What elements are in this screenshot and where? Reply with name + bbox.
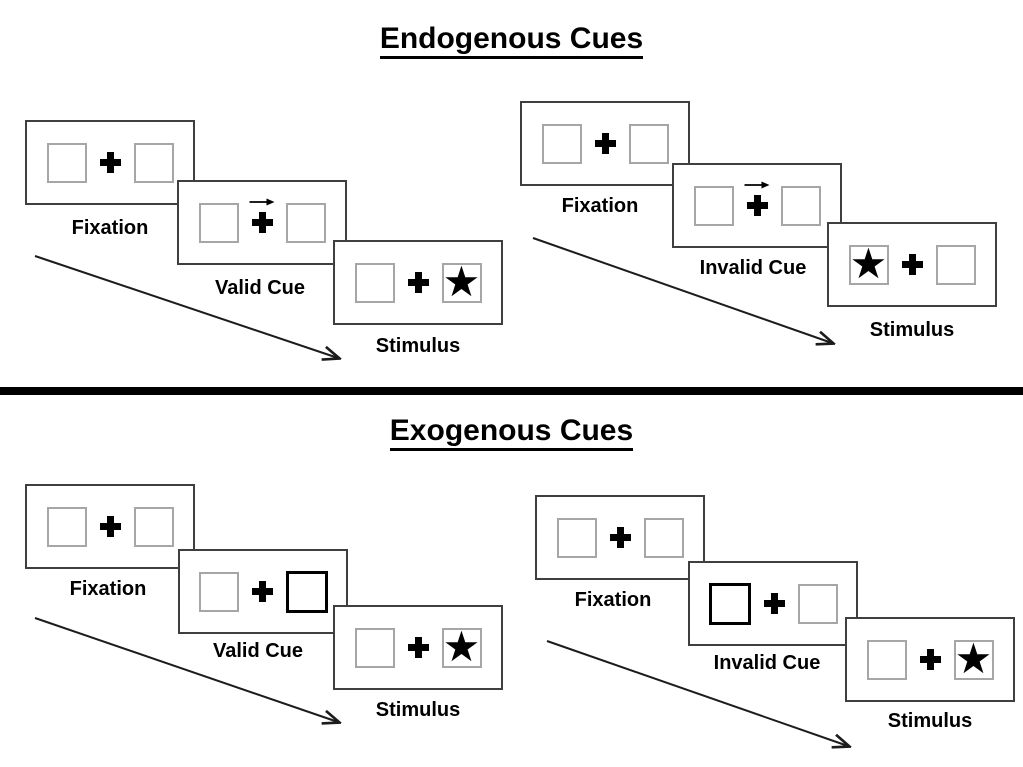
panel-label: Fixation [561,195,639,217]
star-icon: ★ [954,633,993,683]
left-placeholder-box [198,202,239,243]
section-title-endogenous: Endogenous Cues [0,22,1023,59]
plus-icon [609,527,631,548]
right-placeholder-box [133,142,174,183]
left-placeholder-box [556,517,597,558]
right-arrow-icon [744,181,770,189]
sequence-arrow-icon [532,237,842,350]
fixation-area [609,527,631,548]
sequence-arrow-icon [34,617,348,730]
plus-icon [763,593,785,614]
plus-icon [901,254,923,275]
section-title-exogenous: Exogenous Cues [0,414,1023,451]
sequence-arrow-icon [546,640,858,754]
left-placeholder-box [46,142,87,183]
panel-label: Valid Cue [212,640,304,662]
panel-label: Valid Cue [214,277,306,299]
fixation-area [744,181,770,216]
plus-icon [251,212,273,233]
plus-icon [746,195,768,216]
panel-label: Stimulus [375,699,461,721]
panel-label: Stimulus [375,335,461,357]
panel-label: Fixation [574,589,652,611]
panel-fixation [520,101,690,186]
plus-icon [251,581,273,602]
panel-valid-cue [177,180,347,265]
star-icon: ★ [849,238,888,288]
panel-label: Stimulus [887,710,973,732]
star-icon: ★ [442,621,481,671]
left-placeholder-box [198,571,239,612]
section-divider [0,387,1023,395]
plus-icon [99,152,121,173]
panel-invalid-cue [688,561,858,646]
right-placeholder-box [797,583,838,624]
panel-label: Fixation [69,578,147,600]
fixation-area [99,152,121,173]
left-placeholder-box [354,627,395,668]
fixation-area [407,637,429,658]
fixation-area [919,649,941,670]
right-placeholder-box [133,506,174,547]
right-target-box: ★ [441,256,482,306]
right-arrow-icon [249,198,275,206]
right-cue-box [285,570,328,613]
left-cue-box [708,582,751,625]
sequence-arrow-icon [34,255,348,366]
panel-stimulus: ★ [333,605,503,690]
plus-icon [99,516,121,537]
right-target-box: ★ [441,621,482,671]
panel-label: Fixation [71,217,149,239]
panel-label: Invalid Cue [699,257,807,279]
left-placeholder-box [46,506,87,547]
left-placeholder-box [541,123,582,164]
star-icon: ★ [442,256,481,306]
right-placeholder-box [285,202,326,243]
panel-label: Invalid Cue [713,652,821,674]
panel-valid-cue [178,549,348,634]
left-placeholder-box [866,639,907,680]
right-placeholder-box [628,123,669,164]
left-target-box: ★ [848,238,889,288]
panel-invalid-cue [672,163,842,248]
panel-stimulus: ★ [845,617,1015,702]
panel-fixation [25,120,195,205]
left-placeholder-box [354,262,395,303]
panel-stimulus: ★ [333,240,503,325]
plus-icon [594,133,616,154]
plus-icon [919,649,941,670]
fixation-area [901,254,923,275]
right-placeholder-box [643,517,684,558]
left-placeholder-box [693,185,734,226]
panel-fixation [535,495,705,580]
fixation-area [99,516,121,537]
right-target-box: ★ [953,633,994,683]
plus-icon [407,272,429,293]
fixation-area [251,581,273,602]
panel-label: Stimulus [869,319,955,341]
panel-stimulus: ★ [827,222,997,307]
fixation-area [407,272,429,293]
panel-fixation [25,484,195,569]
fixation-area [594,133,616,154]
plus-icon [407,637,429,658]
right-placeholder-box [780,185,821,226]
right-placeholder-box [935,244,976,285]
fixation-area [249,198,275,233]
fixation-area [763,593,785,614]
